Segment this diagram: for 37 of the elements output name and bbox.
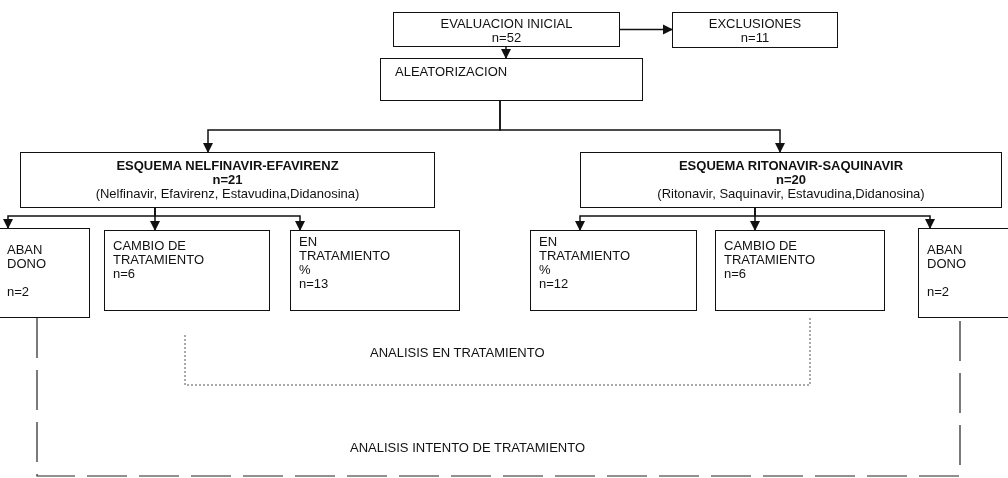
node-text: n=20 (776, 173, 806, 187)
node-text: EVALUACION INICIAL (440, 17, 573, 31)
node-text: n=52 (491, 31, 522, 45)
process-box (672, 12, 838, 48)
process-box (918, 228, 1008, 318)
arrow (154, 207, 306, 232)
process-box (0, 228, 90, 318)
node-text: n=21 (212, 173, 243, 187)
node-text: EXCLUSIONES (708, 17, 802, 31)
process-box (530, 230, 697, 311)
arrow (754, 207, 936, 230)
process-box (380, 58, 643, 101)
node-text: n=13 (299, 277, 329, 291)
node-text: ESQUEMA RITONAVIR-SAQUINAVIR (678, 159, 904, 173)
node-text: ALEATORIZACION (395, 65, 508, 79)
node-text: n=12 (539, 277, 569, 291)
node-text: (Nelfinavir, Efavirenz, Estavudina,Didanosina) (95, 187, 360, 201)
process-box (290, 230, 460, 311)
analysis-label: ANALISIS EN TRATAMIENTO (370, 345, 545, 360)
node-text: n=6 (724, 267, 747, 281)
node-text: n=2 (927, 285, 950, 299)
analysis-label: ANALISIS INTENTO DE TRATAMIENTO (350, 440, 585, 455)
arrow (619, 24, 674, 35)
arrow (500, 46, 512, 60)
process-box (580, 152, 1002, 208)
process-box (20, 152, 435, 208)
process-box (715, 230, 885, 311)
process-box (393, 12, 620, 47)
node-text: (Ritonavir, Saquinavir, Estavudina,Didanosina) (657, 187, 925, 201)
node-text: n=2 (7, 285, 30, 299)
arrow (499, 100, 786, 154)
node-text: ABAN DONO (927, 243, 967, 271)
process-box (104, 230, 270, 311)
node-text: n=11 (740, 31, 770, 45)
node-text: ABAN DONO (7, 243, 47, 271)
node-text: ESQUEMA NELFINAVIR-EFAVIRENZ (116, 159, 339, 173)
node-text: n=6 (113, 267, 136, 281)
